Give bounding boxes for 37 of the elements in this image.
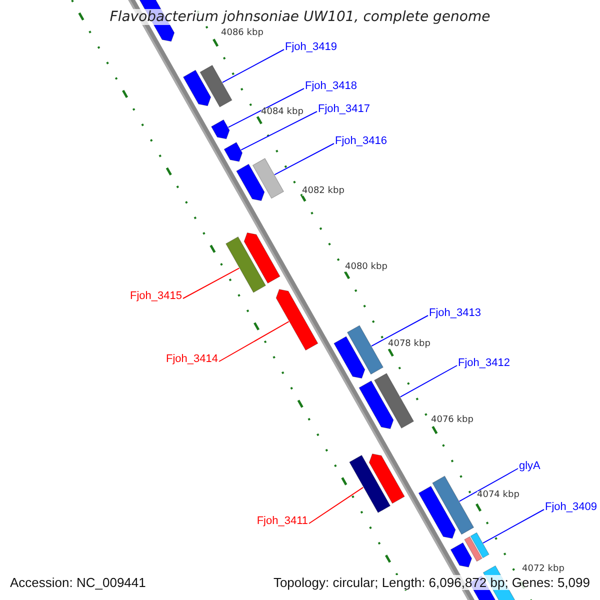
- leader-line: [482, 509, 544, 544]
- gene-feature: [346, 325, 384, 375]
- gene-label: Fjoh_3411: [256, 516, 308, 527]
- info-text: Topology: circular; Length: 6,096,872 bp; Genes: 5,099: [271, 575, 592, 590]
- leader-line: [308, 486, 364, 524]
- gene-feature: [200, 64, 232, 108]
- leader-line: [371, 315, 428, 347]
- gene-label: Fjoh_3419: [285, 42, 337, 53]
- leader-line: [240, 111, 318, 150]
- gene-label: Fjoh_3417: [318, 104, 370, 115]
- title: Flavobacterium johnsoniae UW101, complete genome: [110, 9, 490, 25]
- gene-feature: [224, 142, 243, 162]
- leader-line: [182, 268, 240, 299]
- gene-feature: [225, 236, 266, 293]
- gene-feature: [374, 372, 414, 429]
- gene-label: Fjoh_3416: [335, 136, 387, 147]
- info-text: Accession: NC_009441: [8, 575, 148, 590]
- gene-label: Fjoh_3415: [130, 291, 182, 302]
- gene-feature: [432, 476, 474, 535]
- gene-feature: [210, 119, 230, 140]
- scale-label: 4072 kbp: [522, 565, 564, 574]
- gene-label: Fjoh_3413: [429, 308, 481, 319]
- scale-label: 4084 kbp: [261, 108, 304, 117]
- gene-label: Fjoh_3414: [166, 354, 218, 365]
- gene-label: Fjoh_3418: [305, 81, 357, 92]
- gene-feature: [276, 289, 318, 351]
- gene-label: Fjoh_3409: [545, 502, 597, 513]
- leader-line: [222, 49, 284, 83]
- gene-feature: [349, 454, 391, 514]
- gene-label: glyA: [519, 461, 540, 472]
- gene-label: Fjoh_3412: [458, 358, 510, 369]
- gene-feature: [252, 158, 284, 199]
- leader-line: [228, 88, 304, 128]
- leader-line: [218, 321, 290, 362]
- scale-label: 4080 kbp: [345, 263, 388, 272]
- gene-feature: [470, 532, 490, 558]
- leader-line: [274, 143, 334, 176]
